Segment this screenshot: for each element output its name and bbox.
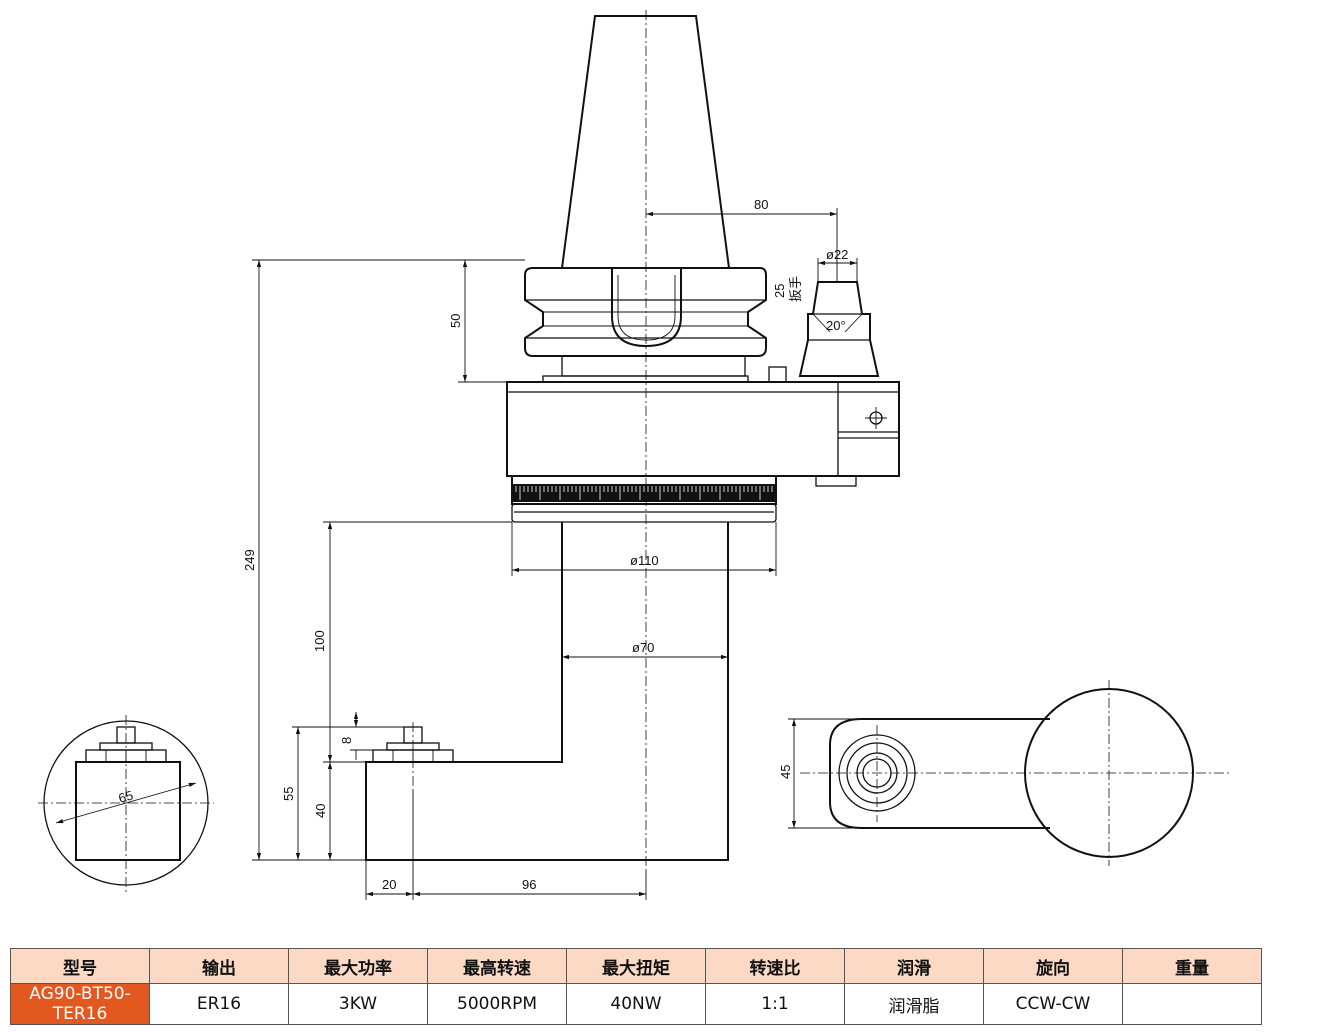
cell-torque: 40NW [566, 983, 706, 1025]
taper-shank [560, 15, 731, 269]
dim-wrench: 扳手 [788, 276, 803, 302]
dim-40: 40 [313, 804, 328, 818]
spec-header-row: 型号 输出 最大功率 最高转速 最大扭矩 转速比 润滑 旋向 重量 [10, 948, 1262, 984]
dim-20deg: 20° [826, 318, 846, 333]
body-housing [506, 381, 900, 477]
dim-80: 80 [754, 197, 768, 212]
dim-249: 249 [242, 549, 257, 571]
output-body [365, 522, 729, 861]
dimensions: 80 ø22 25 扳手 20° 50 249 ø110 ø70 100 [242, 197, 858, 900]
dim-8: 8 [339, 737, 354, 744]
technical-drawing: 80 ø22 25 扳手 20° 50 249 ø110 ø70 100 [38, 10, 1230, 900]
end-view-left: 65 [38, 715, 214, 895]
header-weight: 重量 [1122, 948, 1262, 984]
spec-table: 型号 输出 最大功率 最高转速 最大扭矩 转速比 润滑 旋向 重量 AG90-B… [10, 948, 1262, 1025]
cell-ratio: 1:1 [705, 983, 845, 1025]
cell-output: ER16 [149, 983, 289, 1025]
dim-55: 55 [281, 787, 296, 801]
header-power: 最大功率 [288, 948, 428, 984]
header-speed: 最高转速 [427, 948, 567, 984]
header-lubrication: 润滑 [844, 948, 984, 984]
front-view [365, 10, 900, 870]
cell-power: 3KW [288, 983, 428, 1025]
dial-scale [513, 484, 775, 502]
stop-block [768, 366, 787, 383]
cell-model: AG90-BT50-TER16 [10, 983, 150, 1025]
cell-lubrication: 润滑脂 [844, 983, 984, 1025]
top-view-right: 45 [778, 680, 1230, 866]
spec-data-row: AG90-BT50-TER16 ER16 3KW 5000RPM 40NW 1:… [10, 983, 1262, 1025]
dim-45: 45 [778, 765, 793, 779]
cell-speed: 5000RPM [427, 983, 567, 1025]
header-rotation: 旋向 [983, 948, 1123, 984]
header-model: 型号 [10, 948, 150, 984]
dim-100: 100 [312, 630, 327, 652]
key-slot [611, 268, 682, 348]
dim-65: 65 [117, 787, 135, 805]
dim-96: 96 [522, 877, 536, 892]
dim-22: ø22 [826, 247, 848, 262]
header-ratio: 转速比 [705, 948, 845, 984]
dim-20: 20 [382, 877, 396, 892]
cell-weight [1122, 983, 1262, 1025]
dim-70: ø70 [632, 640, 654, 655]
flange [524, 267, 767, 357]
cell-rotation: CCW-CW [983, 983, 1123, 1025]
dim-50: 50 [448, 314, 463, 328]
dim-25: 25 [772, 284, 787, 298]
dim-110: ø110 [630, 553, 659, 568]
header-torque: 最大扭矩 [566, 948, 706, 984]
header-output: 输出 [149, 948, 289, 984]
